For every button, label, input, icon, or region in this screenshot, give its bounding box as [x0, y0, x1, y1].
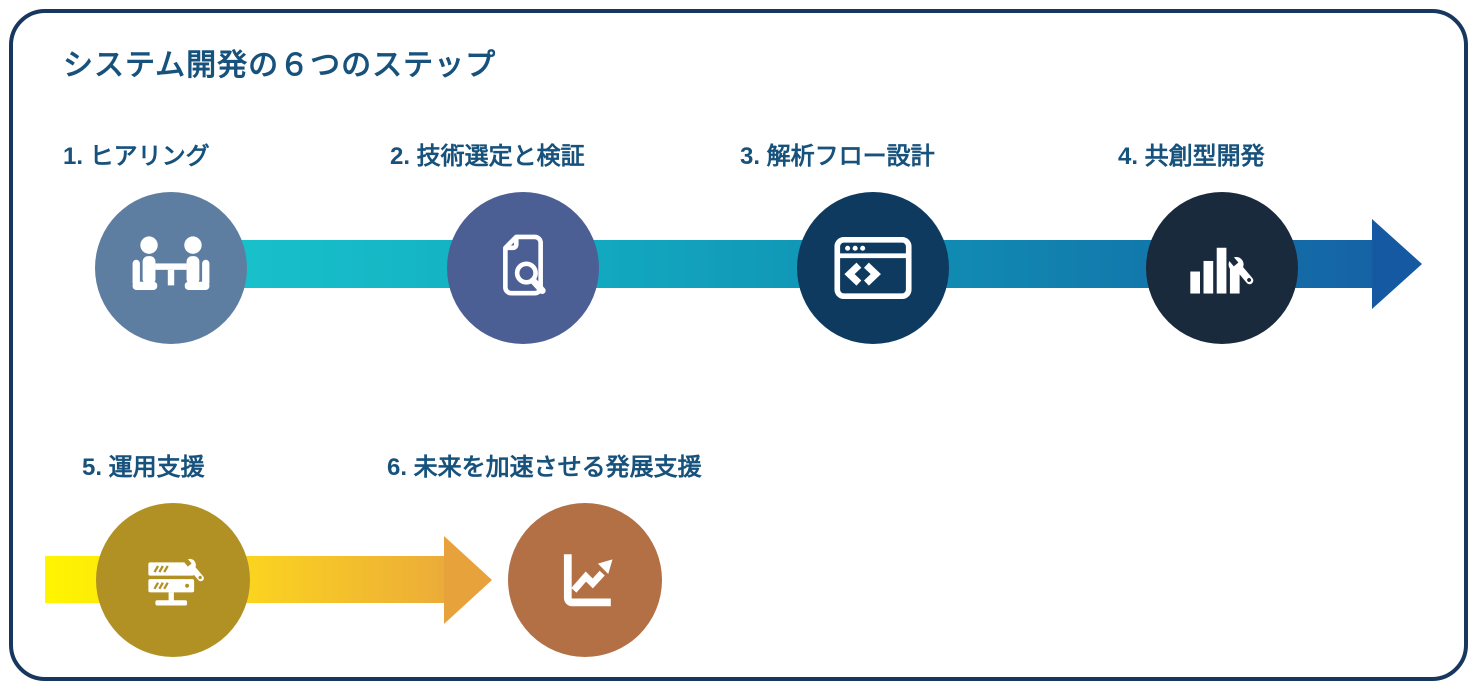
step-2-label: 2. 技術選定と検証: [390, 143, 585, 170]
step-1-circle: [95, 192, 247, 344]
card-border: [9, 9, 1468, 681]
step-6-circle: [508, 503, 662, 657]
chart-wrench-icon: [1190, 247, 1254, 294]
diagram-title: システム開発の６つのステップ: [63, 49, 497, 82]
code-window-icon: [834, 236, 912, 300]
step-5-circle: [96, 503, 250, 657]
step-3-circle: [797, 192, 949, 344]
step-5-label: 5. 運用支援: [82, 454, 205, 481]
meeting-icon: [132, 236, 210, 290]
server-wrench-icon: [148, 557, 204, 606]
step-2-circle: [447, 192, 599, 344]
step-4-label: 4. 共創型開発: [1118, 143, 1265, 170]
step-3-label: 3. 解析フロー設計: [740, 143, 935, 170]
step-6-label: 6. 未来を加速させる発展支援: [387, 454, 702, 481]
step-1-label: 1. ヒアリング: [63, 143, 210, 170]
step-4-circle: [1146, 192, 1298, 344]
document-search-icon: [503, 234, 546, 296]
growth-chart-icon: [563, 554, 613, 607]
